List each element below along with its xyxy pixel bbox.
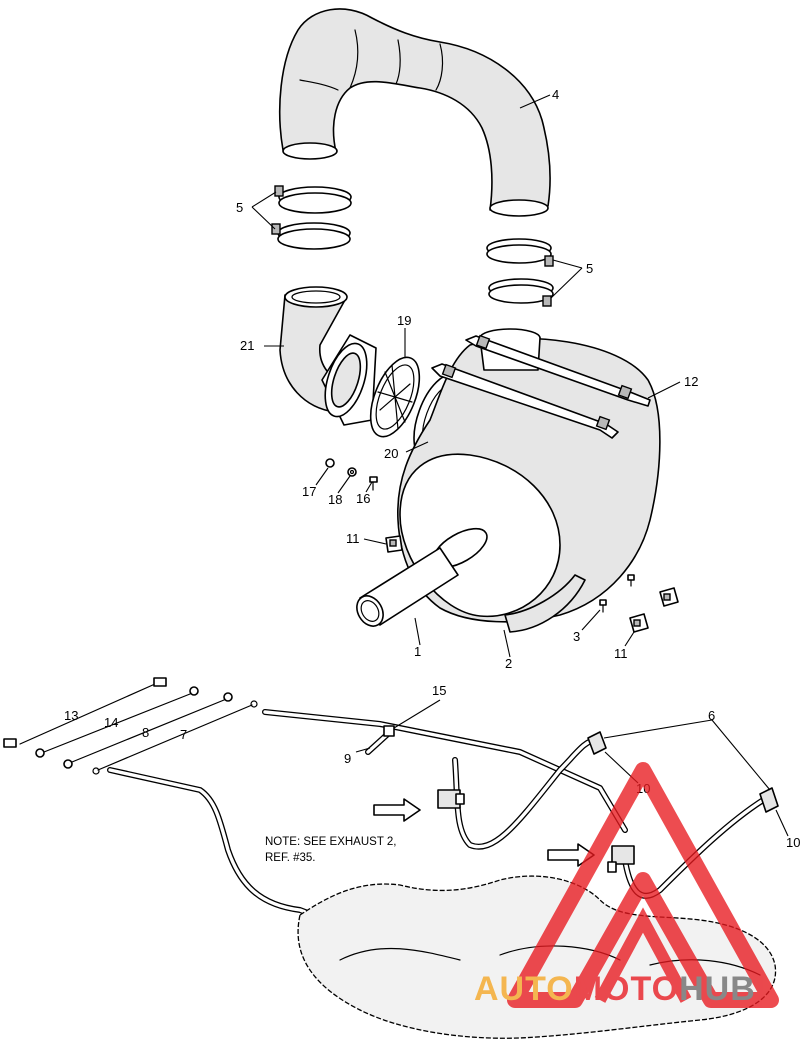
clamp-pair-right: [486, 238, 554, 307]
hardware-13-fitting: [3, 677, 167, 748]
callout-2: 2: [505, 656, 512, 671]
callout-19: 19: [397, 313, 411, 328]
fitting-10-right: [759, 787, 779, 813]
hardware-7-ring: [92, 700, 258, 775]
watermark-hub: HUB: [679, 970, 756, 1008]
callout-11-upper: 11: [346, 531, 360, 546]
note-line-1: NOTE: SEE EXHAUST 2,: [265, 836, 396, 848]
spark-arrestor-screen: [369, 356, 421, 438]
clamp-pair-left: [271, 185, 352, 250]
hardware-16-bolt: [369, 476, 378, 491]
callout-20: 20: [384, 446, 398, 461]
callout-11-lower: 11: [614, 646, 628, 661]
callout-17: 17: [302, 484, 316, 499]
hardware-17-nut: [325, 458, 335, 468]
hose-left-bend: [107, 767, 573, 1025]
hardware-14-fitting: [35, 686, 199, 758]
callout-14: 14: [104, 715, 118, 730]
hardware-11-bracket-b: [629, 613, 649, 633]
callout-15: 15: [432, 683, 446, 698]
hardware-18-washer: [347, 467, 357, 477]
hardware-bracket-upper: [659, 587, 679, 607]
callout-16: 16: [356, 491, 370, 506]
leader-lines: [251, 94, 789, 837]
heat-shield: [504, 574, 586, 633]
exhaust-u-pipe: [278, 8, 551, 217]
callout-8: 8: [142, 725, 149, 740]
callout-6: 6: [708, 708, 715, 723]
fitting-10-left: [587, 731, 607, 755]
watermark-inner-mark: [594, 907, 692, 1003]
callout-9: 9: [344, 751, 351, 766]
callout-5-left: 5: [236, 200, 243, 215]
hardware-8-fitting: [63, 692, 233, 769]
watermark-moto: MOTO: [574, 970, 679, 1008]
callout-labels: 4 5 5 21 19 12 20 17 18 16 11 1 2 3 11 1…: [64, 87, 800, 850]
callout-10-right: 10: [786, 835, 800, 850]
watermark-logo: AUTOMOTOHUB: [474, 762, 779, 1008]
fuel-line-upper: [262, 709, 628, 833]
elbow-pipe: [279, 286, 377, 426]
callout-5-right: 5: [586, 261, 593, 276]
mounting-straps: [431, 334, 651, 439]
callout-12: 12: [684, 374, 698, 389]
svg-text:AUTOMOTOHUB: AUTOMOTOHUB: [474, 970, 756, 1008]
arrow-indicator-left: [373, 798, 421, 822]
callout-1: 1: [414, 644, 421, 659]
hardware-bolt-upper: [627, 574, 635, 587]
hose-center: [452, 737, 599, 850]
tee-fitting-center: [437, 789, 465, 809]
fitting-9-line: [365, 725, 395, 755]
hardware-3-bolt: [599, 599, 607, 613]
callout-4: 4: [552, 87, 559, 102]
watermark-auto: AUTO: [474, 970, 574, 1008]
hardware-11-bracket-a: [385, 535, 403, 553]
callout-21: 21: [240, 338, 254, 353]
callout-13: 13: [64, 708, 78, 723]
callout-7: 7: [180, 727, 187, 742]
tee-fitting-right: [607, 845, 635, 873]
note-line-2: REF. #35.: [265, 852, 316, 864]
callout-3: 3: [573, 629, 580, 644]
watermark-triangle: [507, 762, 779, 1008]
reference-note: NOTE: SEE EXHAUST 2, REF. #35.: [265, 836, 396, 864]
callout-18: 18: [328, 492, 342, 507]
